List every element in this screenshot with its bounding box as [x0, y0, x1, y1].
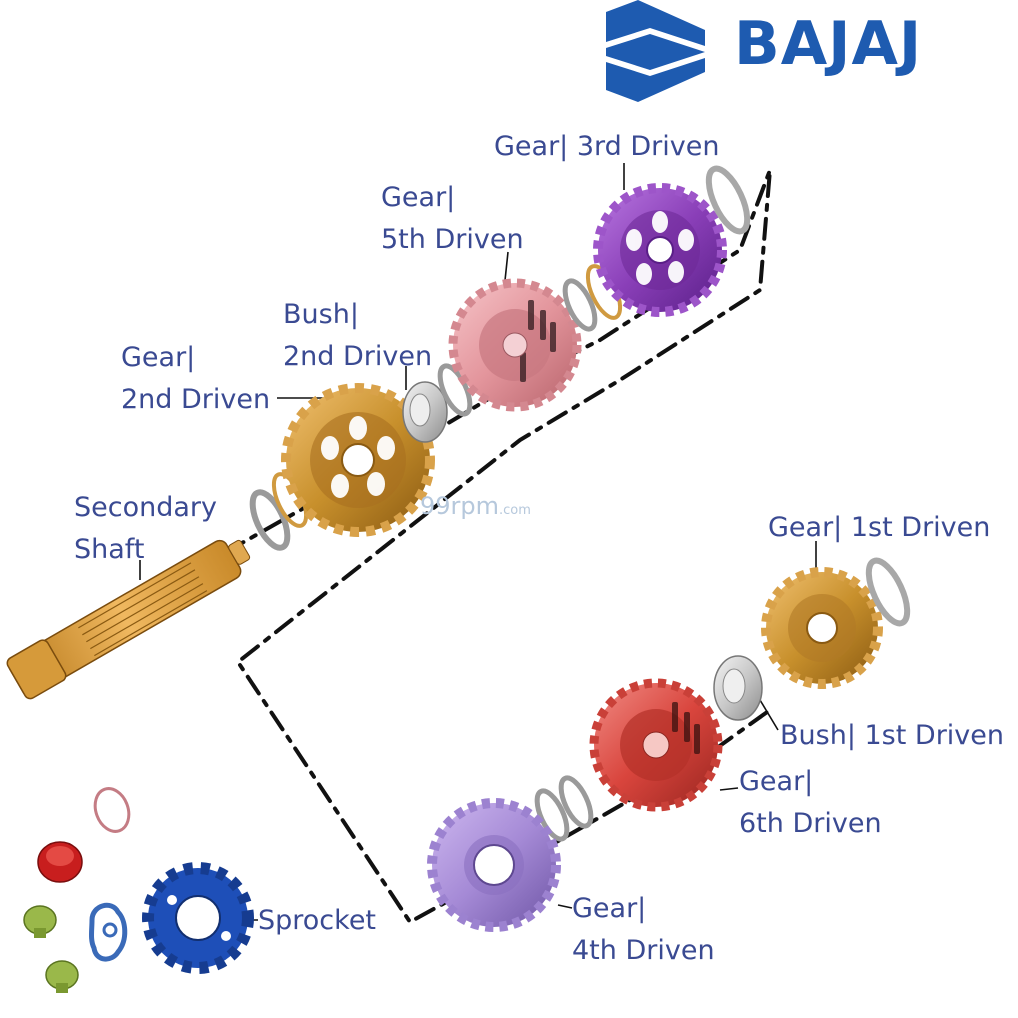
washer: [705, 165, 751, 235]
label-line: Gear|: [572, 893, 647, 924]
gear-4th-driven: [427, 798, 561, 932]
label-line: Bush| 1st Driven: [780, 720, 1005, 751]
label-gear-2nd-driven: Gear| 2nd Driven: [121, 337, 270, 421]
label-line: Sprocket: [258, 905, 377, 936]
bolt-icon: [23, 905, 57, 938]
gear-1st-driven: [761, 567, 883, 689]
label-line: 5th Driven: [381, 224, 524, 255]
label-line: Gear|: [121, 342, 196, 373]
sprocket-nut: [37, 841, 83, 883]
washer: [249, 489, 291, 551]
label-bush-1st-driven: Bush| 1st Driven: [780, 715, 1004, 757]
label-line: Bush|: [283, 299, 359, 330]
sprocket: [142, 862, 254, 974]
label-line: Gear| 1st Driven: [768, 512, 991, 543]
label-gear-4th-driven: Gear| 4th Driven: [572, 888, 715, 972]
watermark-main: 99rpm: [420, 492, 500, 520]
label-line: 6th Driven: [739, 808, 882, 839]
label-line: Gear|: [381, 182, 456, 213]
circlip: [93, 787, 131, 833]
watermark: 99rpm.com: [420, 492, 531, 525]
label-bush-2nd-driven: Bush| 2nd Driven: [283, 294, 432, 378]
lock-plate: [89, 902, 128, 962]
washer: [558, 775, 594, 829]
gear-2nd-driven: [281, 383, 435, 537]
brand-wordmark: BAJAJ: [734, 9, 923, 79]
watermark-suffix: .com: [499, 503, 531, 518]
label-line: 2nd Driven: [121, 384, 271, 415]
label-line: 4th Driven: [572, 935, 715, 966]
label-line: 2nd Driven: [283, 341, 433, 372]
label-line: Secondary: [74, 492, 217, 523]
secondary-shaft: [6, 539, 251, 700]
label-gear-5th-driven: Gear| 5th Driven: [381, 177, 524, 261]
bush-2nd-driven: [402, 381, 448, 443]
washer: [865, 557, 911, 627]
washer: [437, 363, 473, 417]
gear-6th-driven: [589, 678, 723, 812]
gear-5th-driven: [448, 278, 582, 412]
bush-1st-driven: [713, 655, 763, 721]
label-secondary-shaft: Secondary Shaft: [74, 487, 217, 571]
bajaj-wing-logo-icon: [606, 0, 705, 102]
label-line: Gear|: [739, 766, 814, 797]
label-line: Shaft: [74, 534, 145, 565]
gear-3rd-driven: [593, 183, 727, 317]
label-gear-3rd-driven: Gear| 3rd Driven: [494, 126, 719, 168]
label-gear-6th-driven: Gear| 6th Driven: [739, 761, 882, 845]
label-line: Gear| 3rd Driven: [494, 131, 720, 162]
label-gear-1st-driven: Gear| 1st Driven: [768, 507, 990, 549]
bolt-icon: [45, 960, 79, 993]
washer: [562, 278, 598, 332]
label-sprocket: Sprocket: [258, 900, 376, 942]
